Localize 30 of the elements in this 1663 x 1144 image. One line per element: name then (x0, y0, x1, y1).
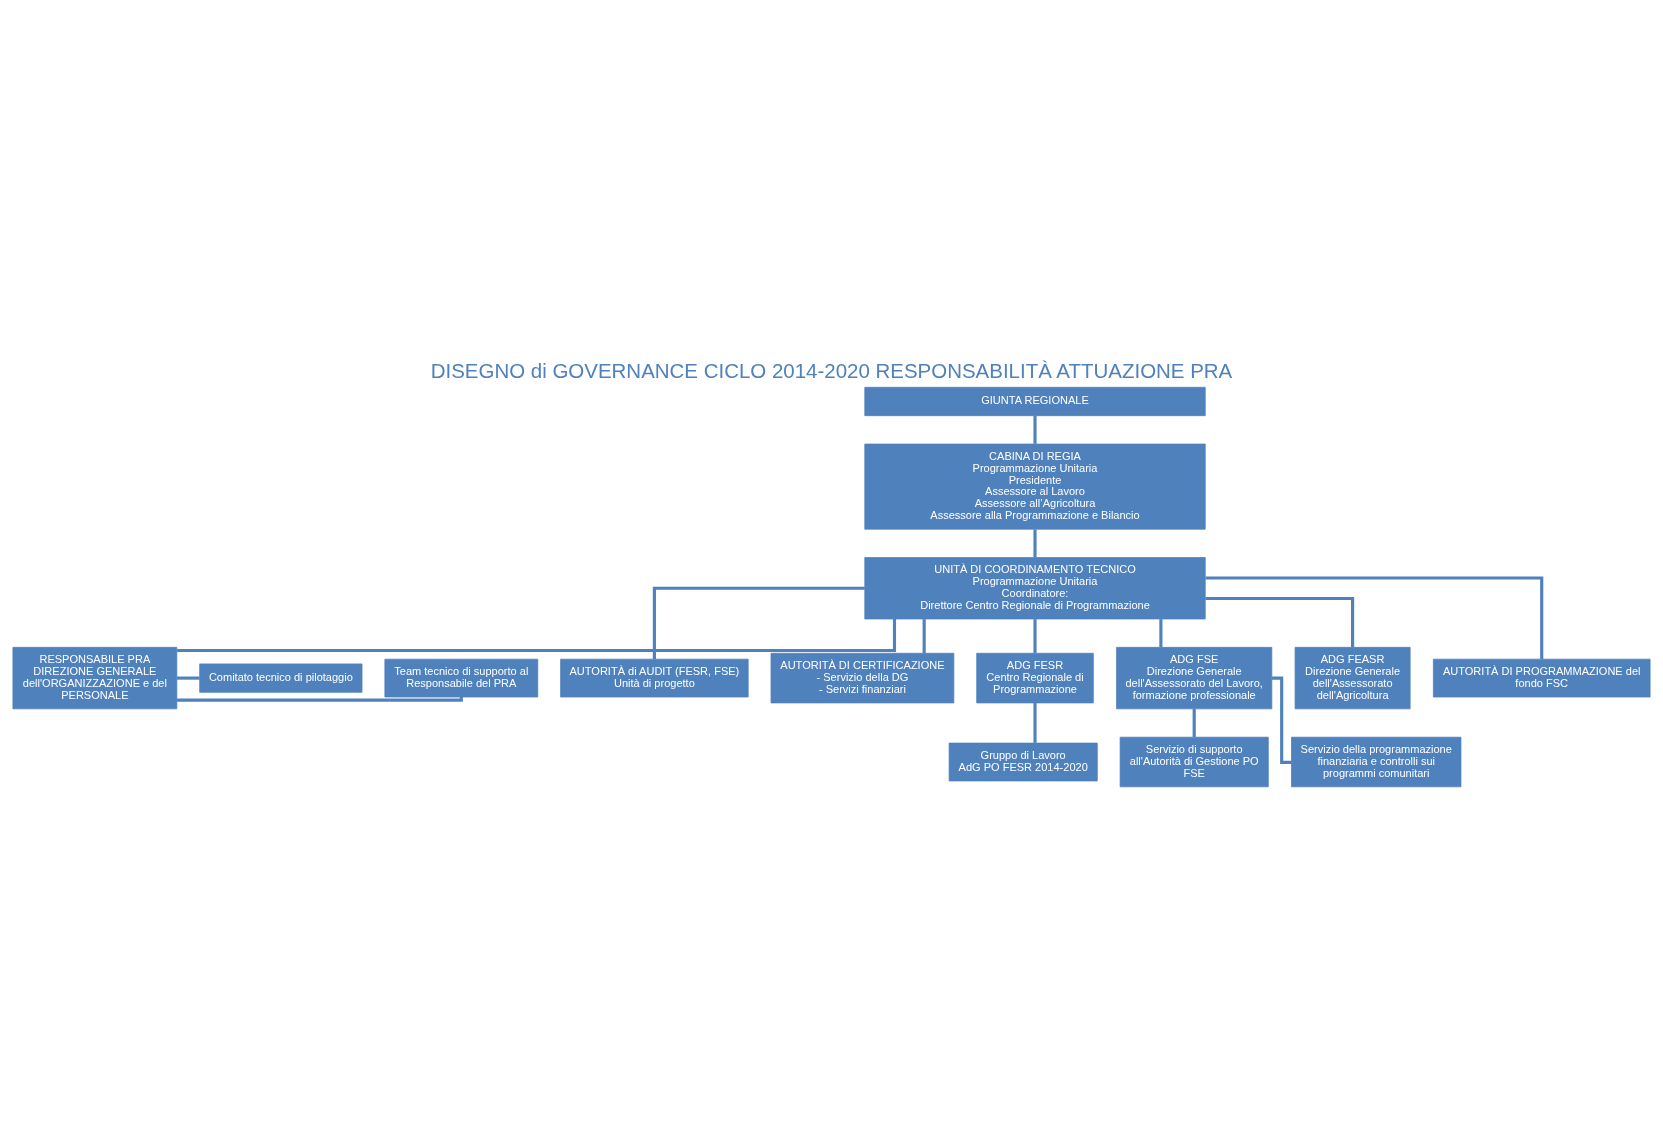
node-box: Team tecnico di supporto al Responsabile del PRA (384, 658, 539, 697)
node-box: AUTORITÀ DI PROGRAMMAZIONE del fondo FSC (1432, 658, 1651, 697)
node-box: GIUNTA REGIONALE (864, 386, 1206, 416)
connector (1033, 702, 1037, 743)
node-box: UNITÀ DI COORDINAMENTO TECNICO Programmazione Unitaria Coordinatore: Direttore Centro Regionale di Programmazione (864, 556, 1206, 619)
connector (1192, 708, 1196, 737)
node-box: ADG FESR Centro Regionale di Programmazione (976, 652, 1094, 703)
connector (1033, 528, 1037, 557)
connector (1033, 618, 1037, 653)
connector (922, 618, 926, 653)
node-box: CABINA DI REGIA Programmazione Unitaria Presidente Assessore al Lavoro Assessore all’Agricoltura Assessore alla Programmazione e Bilancio (864, 443, 1206, 530)
connector (1159, 618, 1163, 647)
connector (176, 696, 463, 702)
connector (1272, 676, 1292, 764)
node-box: Gruppo di Lavoro AdG PO FESR 2014-2020 (948, 742, 1098, 781)
node-box: Servizio della programmazione finanziaria e controlli sui programmi comunitari (1291, 736, 1462, 787)
connector (652, 586, 865, 659)
connector (1205, 575, 1544, 659)
diagram-title: DISEGNO di GOVERNANCE CICLO 2014-2020 RESPONSABILITÀ ATTUAZIONE PRA (430, 358, 1233, 382)
connector (1205, 596, 1355, 647)
node-box: AUTORITÀ DI CERTIFICAZIONE - Servizio della DG - Servizi finanziari (770, 652, 955, 703)
node-box: RESPONSABILE PRA DIREZIONE GENERALE dell'ORGANIZZAZIONE e del PERSONALE (12, 646, 178, 709)
connector (1033, 415, 1037, 444)
node-box: AUTORITÀ di AUDIT (FESR, FSE) Unità di progetto (560, 658, 749, 697)
connector (177, 676, 200, 680)
node-box: ADG FSE Direzione Generale dell'Assessorato del Lavoro, formazione professionale (1116, 646, 1273, 709)
node-box: ADG FEASR Direzione Generale dell'Assessorato dell'Agricoltura (1294, 646, 1411, 709)
node-box: Servizio di supporto all'Autorità di Gestione PO FSE (1119, 736, 1269, 787)
connector (177, 618, 897, 652)
node-box: Comitato tecnico di pilotaggio (199, 663, 363, 693)
